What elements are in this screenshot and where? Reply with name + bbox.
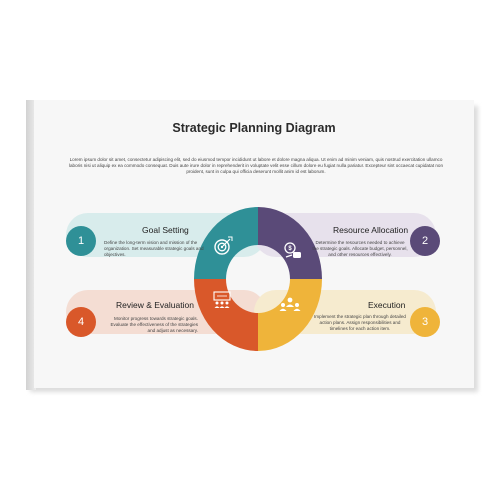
target-icon [214,236,233,255]
intro-paragraph: Lorem ipsum dolor sit amet, consectetur … [68,157,444,175]
step-heading-execution: Execution [368,300,406,310]
money-icon: $ [284,242,301,258]
step-number-2: 2 [410,226,440,256]
cycle-ring: $ [194,207,322,351]
step-description-resource-allocation: Determine the resources needed to achiev… [312,240,408,257]
step-number-4: 4 [66,307,96,337]
step-heading-resource-allocation: Resource Allocation [333,225,409,235]
step-heading-goal-setting: Goal Setting [142,225,189,235]
ring-segment-review-evaluation [194,279,258,351]
step-heading-review-evaluation: Review & Evaluation [116,300,194,310]
step-description-goal-setting: Define the long-term vision and mission … [104,240,204,257]
team-icon [279,297,301,311]
step-number-1: 1 [66,226,96,256]
svg-text:$: $ [288,246,292,252]
step-description-review-evaluation: Monitor progress towards strategic goals… [110,316,198,333]
canvas-edge [26,100,36,390]
step-description-execution: Implement the strategic plan through det… [314,314,406,331]
diagram-title: Strategic Planning Diagram [172,121,336,135]
step-number-3: 3 [410,307,440,337]
presentation-icon [213,291,231,308]
ring-segment-execution [258,279,322,351]
